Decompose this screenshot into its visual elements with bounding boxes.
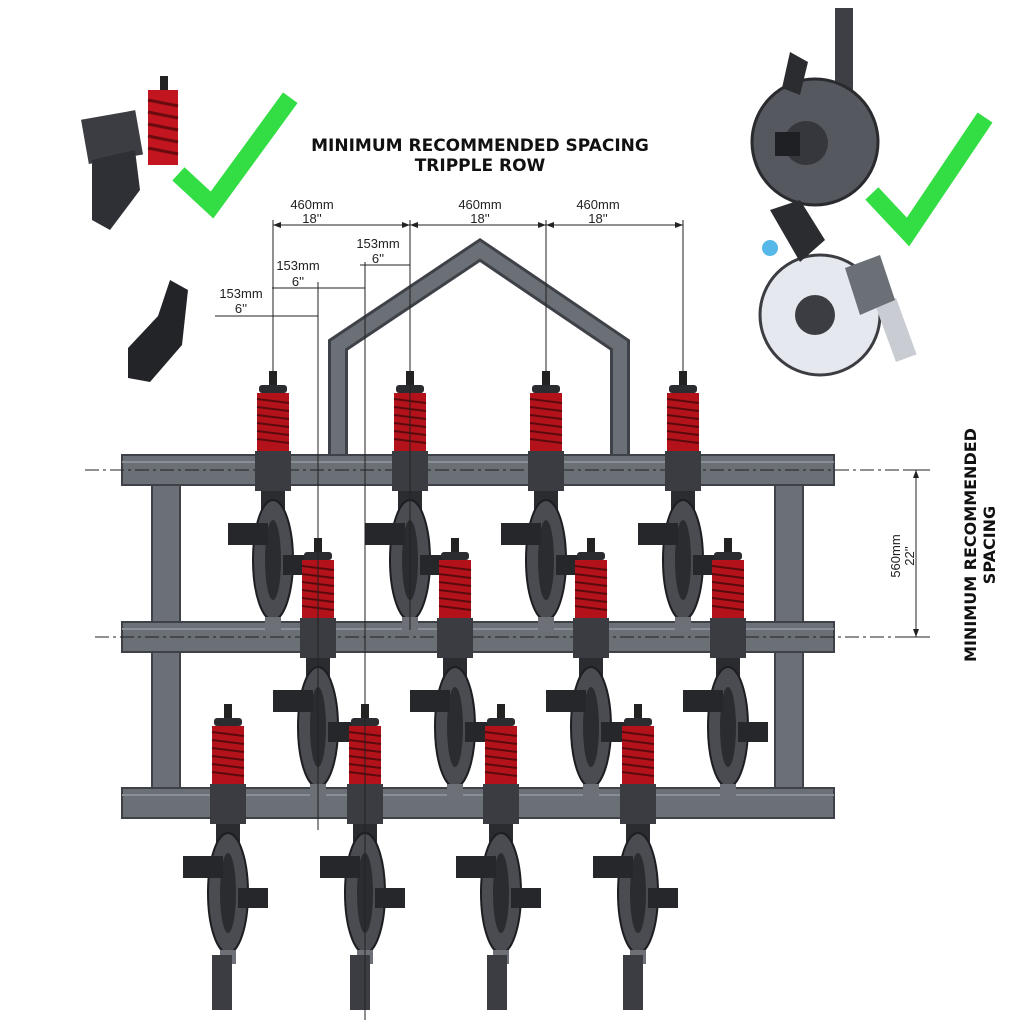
dim-row-spacing-inch: 22'' (902, 546, 917, 565)
side-title-line-2: SPACING (980, 505, 999, 585)
dim-offset-b-mm: 153mm (276, 258, 319, 273)
dim-offset-c-mm: 153mm (356, 236, 399, 251)
title-line-2: TRIPPLE ROW (414, 156, 546, 176)
dim-top-1-mm: 460mm (290, 197, 333, 212)
dim-top-3-inch: 18'' (588, 211, 607, 226)
check-icon (865, 112, 993, 247)
side-title-line-1: MINIMUM RECOMMENDED (961, 428, 980, 662)
side-title: MINIMUM RECOMMENDED SPACING (961, 305, 999, 785)
dim-offset-c-inch: 6'' (372, 251, 384, 266)
dim-offset-b-inch: 6'' (292, 274, 304, 289)
dim-top-1-inch: 18'' (302, 211, 321, 226)
dim-top-3-mm: 460mm (576, 197, 619, 212)
press-wheel-icon (758, 200, 917, 377)
title-line-1: MINIMUM RECOMMENDED SPACING (311, 136, 649, 156)
check-icon (172, 92, 298, 219)
dim-top-2-inch: 18'' (470, 211, 489, 226)
dim-row-spacing-mm: 560mm (888, 534, 903, 577)
spring-tine-icon (81, 76, 179, 230)
tine-bracket-icon (128, 280, 188, 382)
notched-disc-icon (750, 8, 880, 207)
dim-offset-a-inch: 6'' (235, 301, 247, 316)
dim-top-2-mm: 460mm (458, 197, 501, 212)
dim-offset-a-mm: 153mm (219, 286, 262, 301)
